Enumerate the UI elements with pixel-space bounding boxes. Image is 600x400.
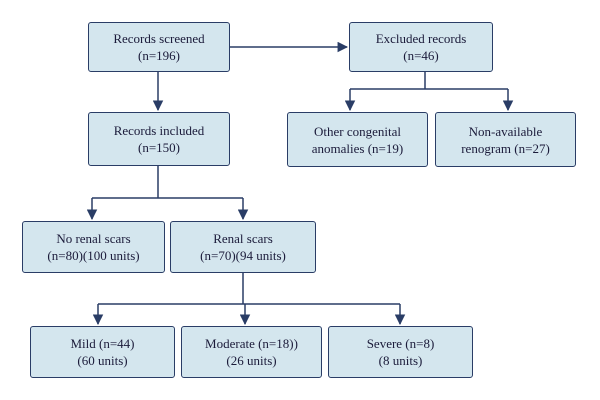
box-severe: Severe (n=8) (8 units) bbox=[328, 326, 473, 378]
line-included-trunk bbox=[92, 166, 243, 199]
box-records-included-line2: (n=150) bbox=[138, 140, 180, 155]
line-scar-trunk bbox=[98, 273, 400, 305]
box-excluded-records: Excluded records (n=46) bbox=[349, 22, 493, 72]
box-renal-scars-line1: Renal scars bbox=[213, 231, 273, 246]
box-records-screened-line1: Records screened bbox=[113, 31, 205, 46]
box-excluded-records-line1: Excluded records bbox=[375, 31, 467, 46]
box-non-available-renogram: Non-available renogram (n=27) bbox=[435, 112, 576, 167]
line-excluded-trunk bbox=[350, 72, 508, 90]
box-moderate-line1: Moderate (n=18)) bbox=[205, 336, 298, 351]
box-renal-scars: Renal scars (n=70)(94 units) bbox=[170, 221, 316, 273]
box-mild-line2: (60 units) bbox=[77, 353, 128, 368]
box-non-available-renogram-line2: renogram (n=27) bbox=[461, 140, 550, 156]
box-moderate-line2: (26 units) bbox=[226, 353, 277, 368]
box-moderate: Moderate (n=18)) (26 units) bbox=[181, 326, 322, 378]
box-no-renal-scars-line1: No renal scars bbox=[56, 231, 131, 246]
box-non-available-renogram-line1: Non-available bbox=[468, 123, 543, 139]
box-other-congenital-line1: Other congenital bbox=[314, 123, 401, 139]
box-other-congenital: Other congenital anomalies (n=19) bbox=[287, 112, 428, 167]
box-no-renal-scars-line2: (n=80)(100 units) bbox=[47, 248, 140, 263]
box-mild-line1: Mild (n=44) bbox=[70, 336, 135, 351]
box-renal-scars-line2: (n=70)(94 units) bbox=[200, 248, 286, 263]
box-records-included: Records included (n=150) bbox=[88, 112, 230, 166]
box-excluded-records-line2: (n=46) bbox=[403, 48, 439, 63]
box-records-included-line1: Records included bbox=[113, 123, 205, 138]
box-other-congenital-line2: anomalies (n=19) bbox=[311, 140, 404, 156]
box-mild: Mild (n=44) (60 units) bbox=[30, 326, 175, 378]
box-records-screened: Records screened (n=196) bbox=[88, 22, 230, 72]
box-records-screened-line2: (n=196) bbox=[138, 48, 180, 63]
box-no-renal-scars: No renal scars (n=80)(100 units) bbox=[22, 221, 165, 273]
box-severe-line1: Severe (n=8) bbox=[366, 336, 435, 351]
box-severe-line2: (8 units) bbox=[378, 353, 423, 368]
